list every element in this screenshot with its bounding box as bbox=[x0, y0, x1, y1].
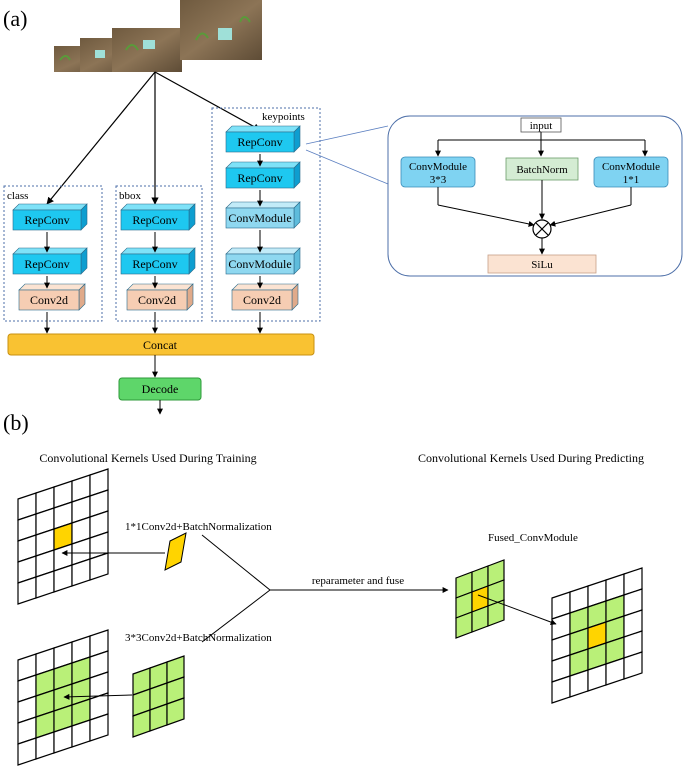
title-predicting: Convolutional Kernels Used During Predic… bbox=[418, 451, 644, 465]
class-block-1-label: RepConv bbox=[24, 257, 69, 271]
detail-conv3-line2: 3*3 bbox=[430, 174, 447, 186]
class-block-2-label: Conv2d bbox=[30, 293, 68, 307]
training-grid-1x1 bbox=[17, 468, 109, 605]
bbox-block-1: RepConv bbox=[120, 247, 196, 275]
bbox-block-2-label: Conv2d bbox=[138, 293, 176, 307]
concat-bar bbox=[7, 333, 315, 356]
detail-silu-box bbox=[487, 254, 597, 274]
title-training: Convolutional Kernels Used During Traini… bbox=[39, 451, 256, 465]
fused-kernel-cell bbox=[487, 599, 505, 627]
detail-conv3-line1: ConvModule bbox=[409, 161, 467, 173]
predicting-grid-cell bbox=[623, 651, 643, 680]
label-1x1-conv: 1*1Conv2d+BatchNormalization bbox=[125, 521, 272, 533]
keypoints-branch-box bbox=[211, 107, 321, 322]
keypoints-block-4-label: Conv2d bbox=[243, 293, 281, 307]
keypoints-block-2-label: ConvModule bbox=[228, 211, 291, 225]
repconv-detail-panel bbox=[387, 115, 683, 277]
multiply-node-icon bbox=[532, 219, 552, 239]
bbox-branch-label: bbox bbox=[119, 190, 142, 202]
kernel-3x3-green-cell bbox=[166, 697, 185, 726]
class-branch-box bbox=[3, 185, 103, 322]
kernel-1x1-yellow bbox=[164, 532, 187, 571]
kernel-3x3-green bbox=[132, 655, 185, 738]
keypoints-branch-label: keypoints bbox=[262, 111, 305, 123]
keypoints-block-3-label: ConvModule bbox=[228, 257, 291, 271]
keypoints-block-3: ConvModule bbox=[225, 247, 301, 275]
class-branch-label: class bbox=[7, 190, 28, 202]
keypoints-block-4: Conv2d bbox=[231, 283, 299, 311]
keypoints-block-0: RepConv bbox=[225, 125, 301, 153]
bbox-block-0-label: RepConv bbox=[132, 213, 177, 227]
concat-label: Concat bbox=[143, 338, 178, 352]
detail-silu-label: SiLu bbox=[531, 259, 553, 271]
detail-input-label: input bbox=[530, 120, 553, 132]
predicting-grid bbox=[551, 567, 643, 704]
panel-label-a: (a) bbox=[3, 6, 27, 31]
keypoints-block-1-label: RepConv bbox=[237, 171, 282, 185]
detail-batchnorm-label: BatchNorm bbox=[516, 164, 568, 176]
keypoints-block-2: ConvModule bbox=[225, 201, 301, 229]
keypoints-block-1: RepConv bbox=[225, 161, 301, 189]
bbox-block-0: RepConv bbox=[120, 203, 196, 231]
label-fused-convmodule: Fused_ConvModule bbox=[488, 532, 578, 544]
detail-conv1-line2: 1*1 bbox=[623, 174, 640, 186]
bbox-block-2: Conv2d bbox=[126, 283, 194, 311]
photo-tile bbox=[112, 28, 182, 72]
bbox-block-1-label: RepConv bbox=[132, 257, 177, 271]
bbox-branch-box bbox=[115, 185, 203, 322]
label-fuse: reparameter and fuse bbox=[312, 575, 404, 587]
fused-kernel bbox=[455, 559, 505, 639]
training-grid-1x1-cell bbox=[89, 552, 109, 581]
class-block-2: Conv2d bbox=[18, 283, 86, 311]
class-block-0: RepConv bbox=[12, 203, 88, 231]
decode-label: Decode bbox=[142, 382, 179, 396]
training-grid-3x3 bbox=[17, 629, 109, 766]
keypoints-block-0-label: RepConv bbox=[237, 135, 282, 149]
class-block-1: RepConv bbox=[12, 247, 88, 275]
class-block-0-label: RepConv bbox=[24, 213, 69, 227]
detail-conv1-line1: ConvModule bbox=[602, 161, 660, 173]
training-grid-3x3-cell bbox=[89, 713, 109, 742]
label-3x3-conv: 3*3Conv2d+BatchNormalization bbox=[125, 632, 272, 644]
panel-label-b: (b) bbox=[3, 410, 29, 435]
input-image-stack bbox=[54, 0, 262, 72]
